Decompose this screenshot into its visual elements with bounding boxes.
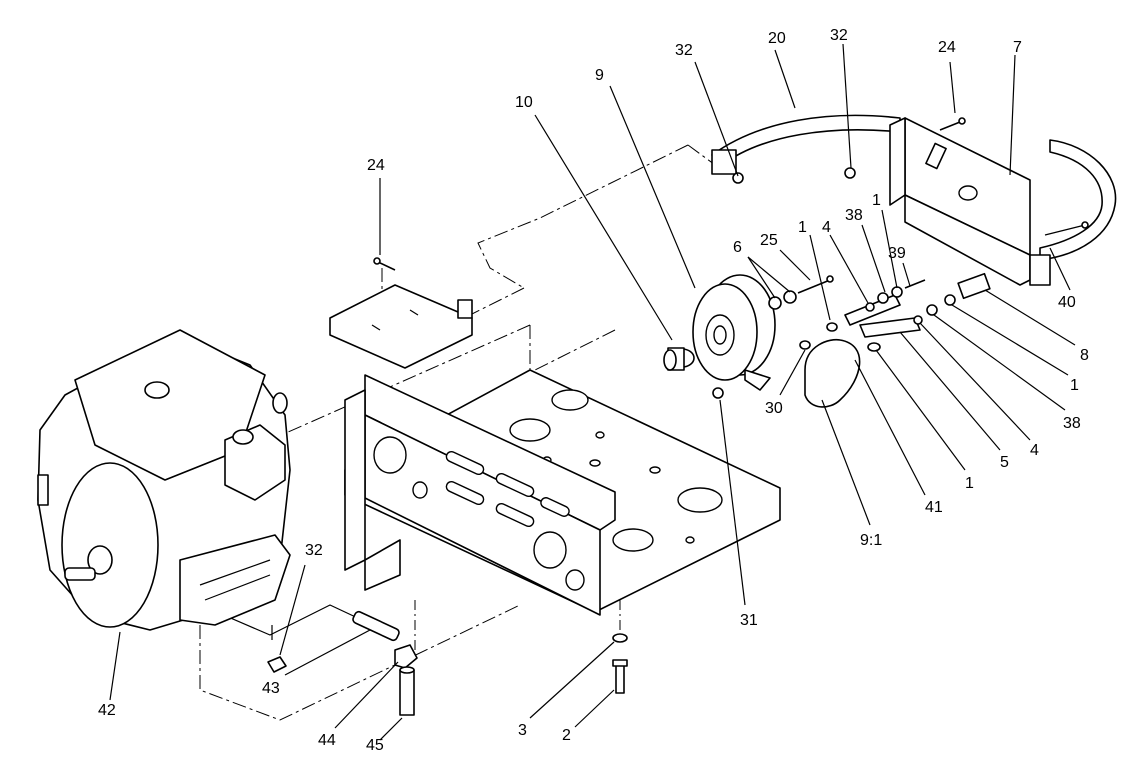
engine xyxy=(37,329,291,631)
belt-guard xyxy=(711,114,901,184)
callout-1c: 1 xyxy=(1070,377,1079,394)
callout-32b: 32 xyxy=(830,27,848,44)
engine-mount-bracket xyxy=(329,284,473,369)
callout-6: 6 xyxy=(733,239,742,256)
callout-43: 43 xyxy=(262,680,280,697)
front-belt-guard xyxy=(1029,139,1117,286)
leader-lines xyxy=(109,43,1076,741)
callout-3: 3 xyxy=(518,722,527,739)
callout-9: 9 xyxy=(595,67,604,84)
engine-fittings xyxy=(267,610,628,716)
callout-7: 7 xyxy=(1013,39,1022,56)
callout-24a: 24 xyxy=(938,39,956,56)
hardware xyxy=(373,117,991,399)
callout-32a: 32 xyxy=(675,42,693,59)
callout-20: 20 xyxy=(768,30,786,47)
callout-30: 30 xyxy=(765,400,783,417)
callout-32c: 32 xyxy=(305,542,323,559)
callout-38a: 38 xyxy=(845,207,863,224)
callout-24b: 24 xyxy=(367,157,385,174)
clutch-spacer xyxy=(663,347,695,371)
callout-39: 39 xyxy=(888,245,906,262)
callout-42: 42 xyxy=(98,702,116,719)
callout-40: 40 xyxy=(1058,294,1076,311)
callout-8: 8 xyxy=(1080,347,1089,364)
callout-2: 2 xyxy=(562,727,571,744)
callout-4b: 4 xyxy=(1030,442,1039,459)
callout-4a: 4 xyxy=(822,219,831,236)
callout-45: 45 xyxy=(366,737,384,754)
callout-5: 5 xyxy=(1000,454,1009,471)
electric-clutch xyxy=(692,274,776,391)
callout-labels: 32 20 32 24 7 10 9 24 6 25 1 4 38 1 39 4… xyxy=(98,27,1089,754)
callout-10: 10 xyxy=(515,94,533,111)
clutch-belt-strap xyxy=(804,338,861,408)
callout-1a: 1 xyxy=(798,219,807,236)
callout-25: 25 xyxy=(760,232,778,249)
callout-9-1: 9:1 xyxy=(860,532,882,549)
clutch-mount-plate xyxy=(889,117,1031,286)
callout-1d: 1 xyxy=(965,475,974,492)
callout-41: 41 xyxy=(925,499,943,516)
frame-side-rail xyxy=(344,374,616,616)
callout-31: 31 xyxy=(740,612,758,629)
callout-44: 44 xyxy=(318,732,336,749)
callout-1b: 1 xyxy=(872,192,881,209)
callout-38b: 38 xyxy=(1063,415,1081,432)
